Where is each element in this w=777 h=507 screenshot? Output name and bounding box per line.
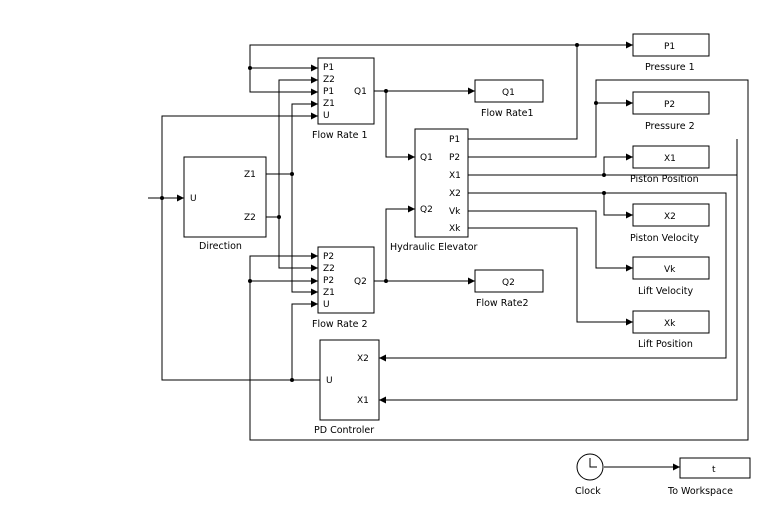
scope-vk-label: Lift Velocity — [638, 286, 693, 297]
scope-xk-text: Xk — [664, 319, 676, 329]
direction-in: U — [190, 194, 197, 204]
flow2-out: Q2 — [354, 277, 367, 287]
wire-p1-to-flow1-p1b — [249, 68, 318, 96]
flow-rate-1-block[interactable]: P1 Z2 P1 Z1 U Q1 Flow Rate 1 — [312, 57, 375, 141]
to-workspace-text: t — [712, 465, 716, 475]
scope-lift-position[interactable]: Xk Lift Position — [632, 310, 710, 350]
pd-label: PD Controler — [314, 425, 374, 436]
flow1-in-5: U — [323, 111, 330, 121]
scope-piston-velocity[interactable]: X2 Piston Velocity — [630, 203, 710, 244]
flow1-in-1: P1 — [323, 63, 334, 73]
elevator-out-3: X1 — [449, 171, 461, 181]
elevator-in-1: Q1 — [420, 153, 433, 163]
wire-u-feedback — [161, 112, 320, 381]
junction-dots — [160, 43, 606, 382]
flow-rate-2-block[interactable]: P2 Z2 P2 Z1 U Q2 Flow Rate 2 — [312, 246, 375, 330]
flow1-out: Q1 — [354, 87, 367, 97]
scope-x1-label: Piston Position — [630, 174, 699, 185]
elevator-out-1: P1 — [449, 135, 460, 145]
scope-x1-text: X1 — [664, 154, 676, 164]
scope-p2-text: P2 — [664, 100, 675, 110]
flow2-in-2: Z2 — [323, 264, 335, 274]
pd-controller-block[interactable]: U X2 X1 PD Controler — [314, 339, 380, 436]
direction-out-1: Z1 — [244, 170, 256, 180]
wire-z1-to-flow2 — [291, 174, 318, 296]
scope-q2-label: Flow Rate2 — [476, 298, 529, 309]
flow2-in-3: P2 — [323, 276, 334, 286]
direction-label: Direction — [199, 241, 242, 252]
scope-pressure-2[interactable]: P2 Pressure 2 — [632, 91, 710, 132]
scope-p1-label: Pressure 1 — [645, 62, 695, 73]
scope-x2-label: Piston Velocity — [630, 233, 699, 244]
wire-xk-to-scope — [468, 227, 633, 326]
direction-out-2: Z2 — [244, 213, 256, 223]
wire-z2-to-flow2 — [278, 217, 318, 272]
flow1-in-4: Z1 — [323, 99, 335, 109]
to-workspace-label: To Workspace — [667, 486, 733, 497]
wire-z1-bus — [266, 100, 318, 175]
wire-q2-to-elevator — [385, 205, 415, 281]
scope-flow-rate-1[interactable]: Q1 Flow Rate1 — [474, 79, 544, 119]
clock-block[interactable]: Clock — [575, 453, 604, 497]
signal-lines — [148, 41, 749, 471]
scope-q1-text: Q1 — [502, 88, 515, 98]
scope-p2-label: Pressure 2 — [645, 121, 695, 132]
wire-p2-to-scope — [249, 79, 749, 441]
elevator-out-5: Vk — [449, 207, 461, 217]
flow1-label: Flow Rate 1 — [312, 130, 368, 141]
pd-in-u: U — [326, 376, 333, 386]
flow2-label: Flow Rate 2 — [312, 319, 368, 330]
flow2-in-4: Z1 — [323, 288, 335, 298]
wire-x2-to-scope — [468, 192, 633, 219]
wire-x1-to-scope — [468, 153, 633, 176]
scope-vk-text: Vk — [664, 265, 676, 275]
direction-block[interactable]: U Z1 Z2 Direction — [183, 156, 267, 252]
clock-label: Clock — [575, 486, 601, 497]
elevator-out-2: P2 — [449, 153, 460, 163]
scope-q2-text: Q2 — [502, 278, 515, 288]
scope-q1-label: Flow Rate1 — [481, 108, 534, 119]
to-workspace-block[interactable]: t To Workspace — [667, 457, 751, 497]
pd-in-x1: X1 — [357, 396, 369, 406]
wire-z2-bus — [266, 76, 318, 218]
flow1-in-3: P1 — [323, 87, 334, 97]
scope-p1-text: P1 — [664, 42, 675, 52]
scope-x2-text: X2 — [664, 212, 676, 222]
elevator-out-4: X2 — [449, 189, 461, 199]
elevator-label: Hydraulic Elevator — [390, 242, 478, 253]
scope-lift-velocity[interactable]: Vk Lift Velocity — [632, 256, 710, 297]
pd-in-x2: X2 — [357, 354, 369, 364]
wire-x1-to-pd — [379, 139, 738, 404]
scope-flow-rate-2[interactable]: Q2 Flow Rate2 — [474, 269, 544, 309]
wire-q1-to-elevator — [385, 91, 415, 161]
flow2-in-5: U — [323, 300, 330, 310]
flow1-in-2: Z2 — [323, 75, 335, 85]
scope-xk-label: Lift Position — [638, 339, 693, 350]
scope-pressure-1[interactable]: P1 Pressure 1 — [632, 33, 710, 73]
scope-piston-position[interactable]: X1 Piston Position — [630, 145, 710, 185]
hydraulic-elevator-block[interactable]: Q1 Q2 P1 P2 X1 X2 Vk Xk Hydraulic Elevat… — [390, 128, 478, 253]
wire-u-to-flow2 — [291, 300, 318, 380]
flow2-in-1: P2 — [323, 252, 334, 262]
wire-x2-to-pd — [379, 192, 727, 362]
elevator-out-6: Xk — [449, 224, 461, 234]
elevator-in-2: Q2 — [420, 205, 433, 215]
wire-vk-to-scope — [468, 210, 633, 272]
